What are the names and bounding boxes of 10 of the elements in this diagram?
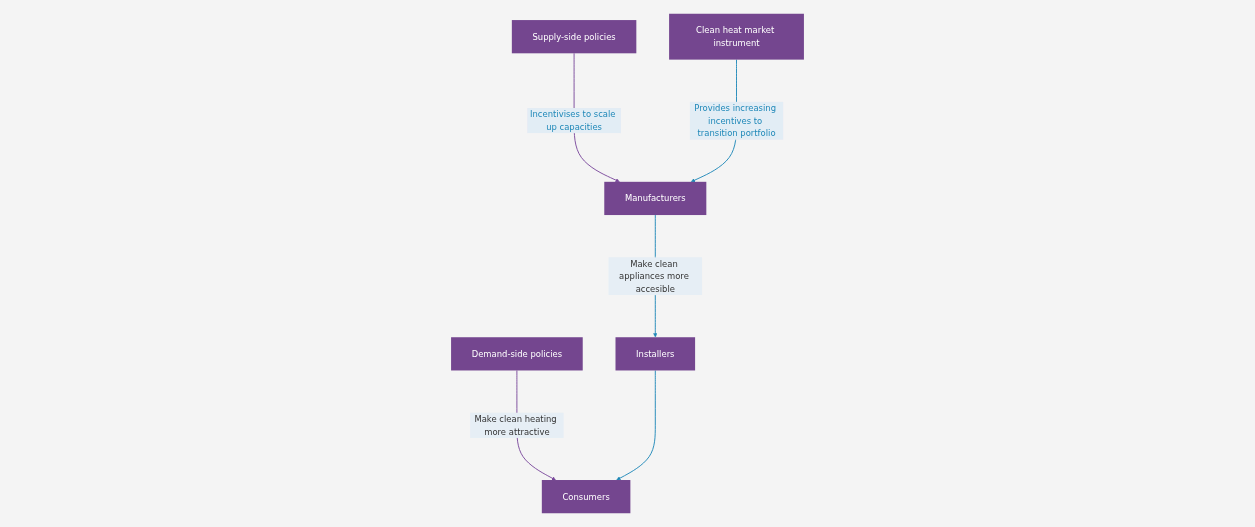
node-box: Demand-side policies	[451, 337, 583, 371]
node-box: Clean heat market instrument	[669, 13, 804, 60]
edge-label: Make clean appliances more accesible	[619, 258, 689, 294]
node-box: Manufacturers	[604, 181, 707, 216]
node-box: Consumers	[541, 480, 631, 514]
edge-label: Incentivises to scale up capacities	[530, 109, 616, 132]
node-box: Supply-side policies	[511, 20, 637, 54]
edge-label: Make clean heating more attractive	[474, 414, 557, 437]
edge-label: Provides increasing incentives to transition portfolio	[694, 103, 776, 139]
node-box: Installers	[615, 337, 696, 371]
